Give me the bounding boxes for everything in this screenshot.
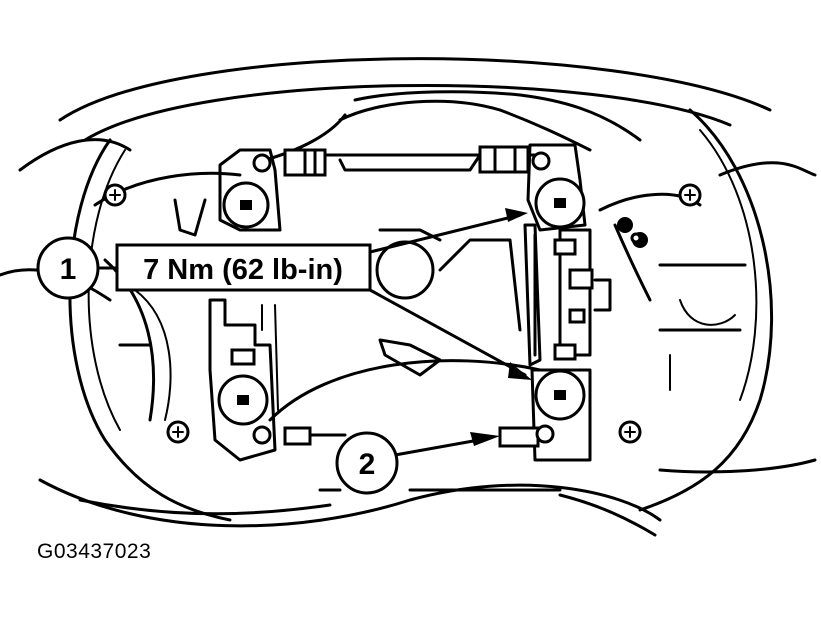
callout-1: 1 <box>36 236 100 300</box>
right-lower-bracket <box>498 368 592 462</box>
wiring-harness <box>263 90 642 162</box>
torque-spec-box <box>115 243 372 292</box>
right-spoke <box>598 183 747 444</box>
callout-2-leaders <box>308 432 562 492</box>
callout-2-number: 2 <box>359 448 376 481</box>
left-spoke <box>93 171 242 444</box>
left-lower-bracket <box>208 298 312 462</box>
right-rail <box>523 223 612 367</box>
left-upper-bracket <box>218 148 327 232</box>
callout-2: 2 <box>335 431 399 495</box>
callout-1-circle <box>36 236 100 300</box>
figure-id: G03437023 <box>37 540 152 563</box>
callout-1-number: 1 <box>60 253 77 286</box>
torque-spec-text: 7 Nm (62 lb-in) <box>143 254 343 286</box>
callout-1-leaders <box>98 208 532 380</box>
torque-spec-label: 7 Nm (62 lb-in) <box>115 243 372 292</box>
right-upper-bracket <box>478 143 587 232</box>
callout-2-circle <box>335 431 399 495</box>
